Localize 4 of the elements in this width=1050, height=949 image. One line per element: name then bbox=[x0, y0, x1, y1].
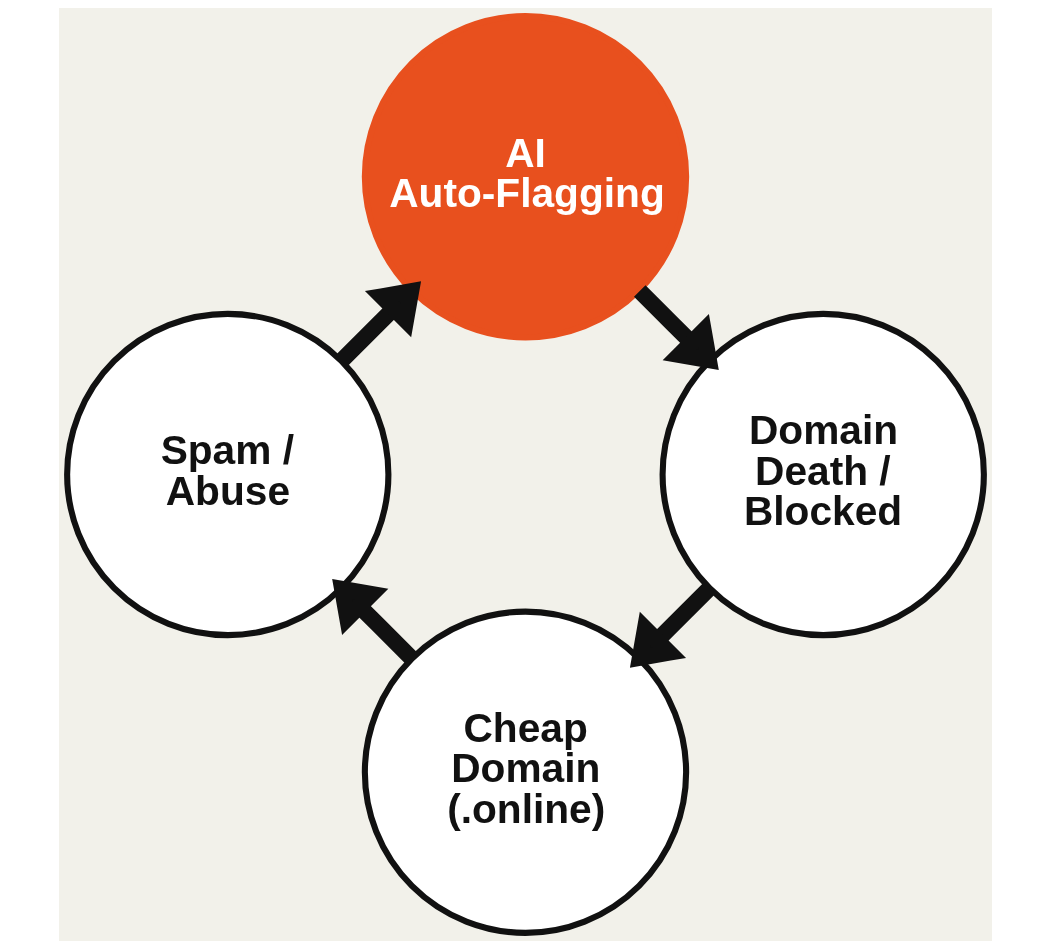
arrow bbox=[633, 285, 719, 371]
arrow bbox=[331, 578, 417, 664]
arrow bbox=[335, 281, 421, 366]
arrow bbox=[629, 583, 715, 668]
